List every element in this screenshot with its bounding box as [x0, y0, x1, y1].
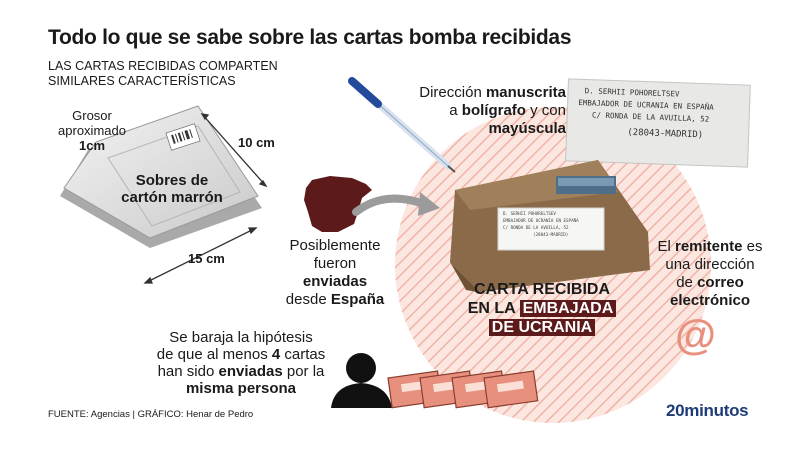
origin-text-bold: España — [330, 291, 385, 308]
sender-text-bold: correo — [697, 274, 744, 291]
brown-letter-image — [450, 160, 650, 296]
address-text: y con — [525, 102, 566, 119]
sender-text-bold: remitente — [674, 238, 743, 255]
letter-address-line: C/ RONDA DE LA AVUILLA, 52 — [503, 225, 569, 230]
received-highlight: EMBAJADA — [519, 300, 617, 317]
material-text: Sobres de — [135, 172, 209, 189]
subtitle-line: SIMILARES CARACTERÍSTICAS — [48, 74, 236, 88]
at-sign-icon: @ — [675, 311, 716, 358]
handwritten-address-card — [565, 78, 751, 168]
person-silhouette — [331, 353, 392, 408]
length-dimension-label: 15 cm — [188, 251, 225, 266]
thickness-value: 1cm — [78, 138, 106, 153]
material-label: Sobres de cartón marrón — [102, 172, 242, 206]
letter-address-line: EMBAJADOR DE UCRANIA EN ESPAÑA — [503, 218, 579, 223]
arrow-to-letter — [352, 192, 440, 216]
address-text-bold: manuscrita — [485, 84, 566, 101]
hypothesis-text: han sido — [157, 363, 219, 380]
letter-address-line: (28043-MADRID) — [533, 232, 569, 237]
letter-address: D. SERHII POHORELTSEV EMBAJADOR DE UCRAN… — [503, 210, 601, 238]
hypothesis-text: Se baraja la hipótesis — [169, 329, 313, 346]
origin-label: Posiblemente fueron enviadas desde Españ… — [282, 237, 388, 309]
source-credit: FUENTE: Agencias | GRÁFICO: Henar de Ped… — [48, 409, 254, 420]
received-text: EN LA — [467, 300, 520, 317]
width-dimension-label: 10 cm — [238, 135, 275, 150]
four-envelopes-icon — [387, 370, 539, 409]
sender-text-bold: electrónico — [669, 292, 751, 309]
received-highlight: DE UCRANIA — [488, 319, 596, 336]
sender-text: una dirección — [665, 256, 755, 273]
sender-text: El — [657, 238, 675, 255]
thickness-label: Grosor aproximado 1cm — [54, 108, 130, 153]
material-text: cartón marrón — [121, 189, 223, 206]
origin-text: Posiblemente — [289, 237, 381, 254]
page-subtitle: LAS CARTAS RECIBIDAS COMPARTEN SIMILARES… — [48, 59, 298, 89]
spain-map — [304, 176, 372, 232]
page-title: Todo lo que se sabe sobre las cartas bom… — [48, 26, 572, 49]
address-text-bold: bolígrafo — [461, 102, 526, 119]
dimension-arrows — [143, 113, 268, 284]
received-text: CARTA RECIBIDA — [474, 281, 610, 298]
gray-envelope-image — [60, 105, 262, 248]
sender-text: de — [676, 274, 698, 291]
origin-text-bold: enviadas — [302, 273, 368, 290]
brand-logo[interactable]: 20minutos — [666, 401, 749, 420]
address-description: Dirección manuscrita a bolígrafo y con m… — [400, 84, 566, 138]
subtitle-line: LAS CARTAS RECIBIDAS COMPARTEN — [48, 59, 278, 73]
received-label: CARTA RECIBIDA EN LA EMBAJADA DE UCRANIA — [446, 280, 638, 337]
address-text-bold: mayúscula — [488, 120, 566, 137]
hypothesis-text: cartas — [280, 346, 326, 363]
pen-image — [348, 77, 456, 173]
address-text: a — [449, 102, 462, 119]
handwritten-address: D. SERHII POHORELTSEV EMBAJADOR DE UCRAN… — [577, 85, 749, 143]
sender-text: es — [742, 238, 763, 255]
origin-text: fueron — [313, 255, 357, 272]
letter-address-line: D. SERHII POHORELTSEV — [503, 211, 556, 216]
hypothesis-text-bold: enviadas — [218, 363, 283, 380]
thickness-text: aproximado — [58, 123, 126, 138]
hypothesis-text: de que al menos — [156, 346, 272, 363]
sender-label: El remitente es una dirección de correo … — [652, 238, 768, 310]
hypothesis-label: Se baraja la hipótesis de que al menos 4… — [150, 329, 332, 397]
hypothesis-text-bold: 4 — [271, 346, 281, 363]
thickness-text: Grosor — [72, 108, 112, 123]
hypothesis-text: por la — [282, 363, 325, 380]
address-text: Dirección — [419, 84, 486, 101]
origin-text: desde — [285, 291, 331, 308]
hypothesis-text-bold: misma persona — [185, 380, 297, 397]
